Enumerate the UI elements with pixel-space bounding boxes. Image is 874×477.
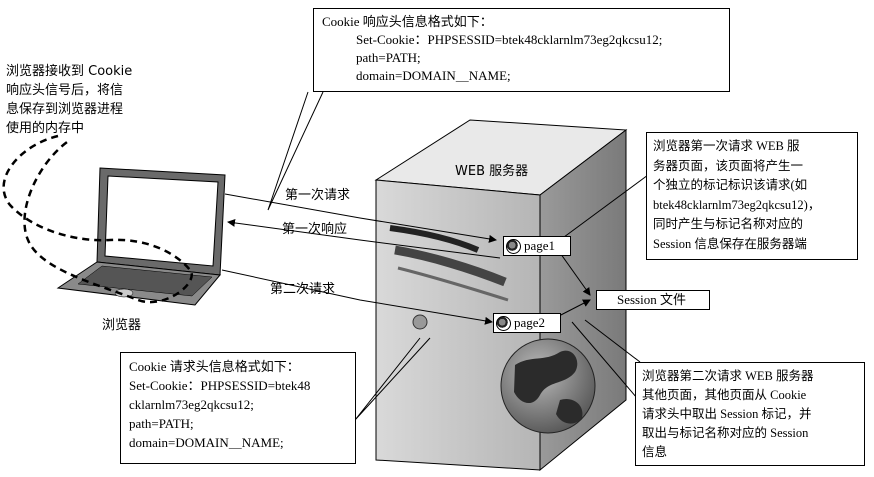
- first-visit-line: 浏览器第一次请求 WEB 服: [653, 139, 800, 153]
- second-visit-line: 取出与标记名称对应的 Session: [642, 426, 809, 440]
- response-header-line: Set-Cookie：PHPSESSID=btek48cklarnlm73eg2…: [356, 32, 663, 47]
- second-request-label: 第二次请求: [270, 282, 336, 297]
- browser-note-line: 息保存到浏览器进程: [6, 102, 124, 117]
- response-header-line: domain=DOMAIN＿NAME;: [356, 68, 511, 83]
- browser-note-line: 响应头信号后，将信: [6, 83, 124, 98]
- response-header-title: Cookie 响应头信息格式如下：: [322, 14, 493, 29]
- page2-label: page2: [514, 315, 546, 330]
- page-icon: [496, 315, 511, 331]
- response-header-box: Cookie 响应头信息格式如下： Set-Cookie：PHPSESSID=b…: [313, 8, 730, 92]
- browser-label: 浏览器: [102, 318, 142, 333]
- browser-note: 浏览器接收到 Cookie 响应头信号后，将信 息保存到浏览器进程 使用的内存中: [6, 62, 156, 138]
- request-header-line: path=PATH;: [129, 416, 194, 431]
- first-visit-line: 同时产生与标记名称对应的: [653, 217, 804, 231]
- first-request-label: 第一次请求: [285, 188, 351, 203]
- first-visit-box: 浏览器第一次请求 WEB 服 务器页面，该页面将产生一 个独立的标记标识该请求(…: [646, 132, 858, 260]
- second-visit-line: 其他页面，其他页面从 Cookie: [642, 388, 807, 402]
- second-visit-line: 浏览器第二次请求 WEB 服务器: [642, 369, 814, 383]
- request-header-line: cklarnlm73eg2qkcsu12;: [129, 397, 254, 412]
- session-file-label: Session 文件: [617, 292, 686, 307]
- browser-note-line: 浏览器接收到 Cookie: [6, 64, 133, 79]
- globe-icon: [500, 338, 596, 434]
- first-response-label: 第一次响应: [282, 222, 348, 237]
- memory-loop-path: [2, 134, 193, 304]
- request-header-box: Cookie 请求头信息格式如下： Set-Cookie：PHPSESSID=b…: [120, 352, 356, 464]
- first-visit-line: btek48cklarnlm73eg2qkcsu12)，: [653, 197, 821, 212]
- flow-arrows: [221, 193, 591, 325]
- page1-box: page1: [503, 236, 571, 256]
- first-visit-line: 务器页面，该页面将产生一: [653, 158, 804, 173]
- first-visit-line: 个独立的标记标识该请求(如: [653, 178, 808, 192]
- server-label: WEB 服务器: [455, 164, 529, 179]
- browser-note-line: 使用的内存中: [6, 121, 85, 136]
- page1-label: page1: [524, 238, 556, 253]
- second-visit-line: 信息: [642, 445, 668, 459]
- second-visit-line: 请求头中取出 Session 标记，并: [642, 407, 812, 421]
- request-header-title: Cookie 请求头信息格式如下：: [129, 359, 300, 374]
- session-file-box: Session 文件: [596, 290, 710, 310]
- laptop-icon: [56, 167, 226, 306]
- response-header-line: path=PATH;: [356, 50, 421, 65]
- request-header-line: Set-Cookie：PHPSESSID=btek48: [129, 378, 311, 393]
- request-header-line: domain=DOMAIN＿NAME;: [129, 435, 284, 450]
- first-visit-line: Session 信息保存在服务器端: [653, 236, 807, 251]
- page2-box: page2: [493, 313, 561, 333]
- page-icon: [506, 238, 521, 254]
- second-visit-box: 浏览器第二次请求 WEB 服务器 其他页面，其他页面从 Cookie 请求头中取…: [635, 362, 865, 466]
